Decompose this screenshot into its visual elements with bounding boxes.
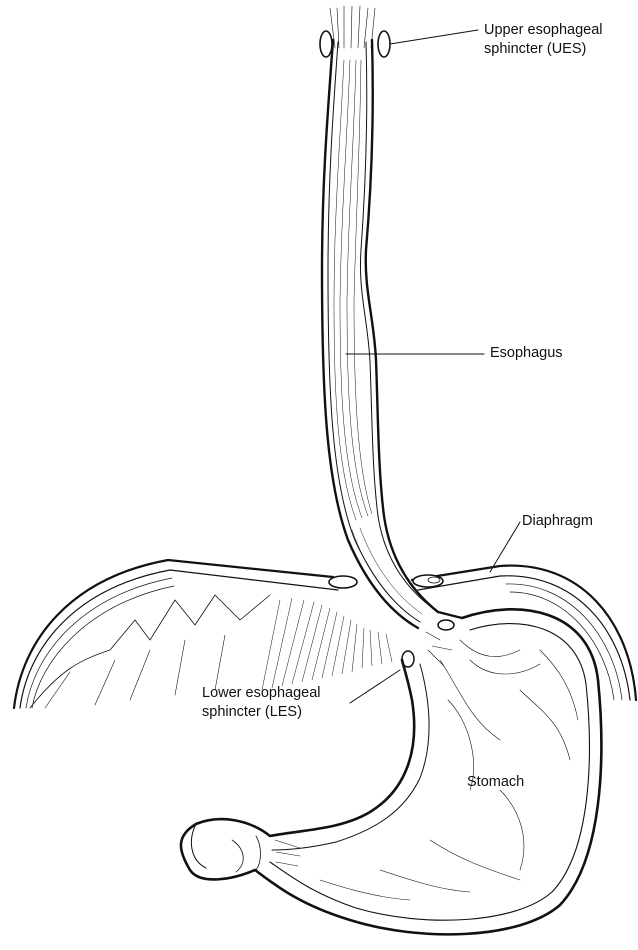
label-line: Lower esophageal (202, 684, 321, 703)
leader-les (350, 670, 400, 703)
label-line: Upper esophageal (484, 21, 603, 40)
label-line: sphincter (LES) (202, 703, 321, 722)
label-esophagus: Esophagus (490, 344, 563, 363)
diaphragm (14, 560, 636, 708)
leader-ues (390, 30, 478, 44)
label-line: sphincter (UES) (484, 40, 603, 59)
leader-diaphragm (490, 522, 520, 572)
label-line: Stomach (467, 773, 524, 792)
label-line: Diaphragm (522, 512, 593, 531)
label-stomach: Stomach (467, 773, 524, 792)
esophagus (320, 6, 462, 667)
label-upper-esophageal-sphincter: Upper esophageal sphincter (UES) (484, 21, 603, 59)
label-diaphragm: Diaphragm (522, 512, 593, 531)
label-lower-esophageal-sphincter: Lower esophageal sphincter (LES) (202, 684, 321, 722)
label-line: Esophagus (490, 344, 563, 363)
